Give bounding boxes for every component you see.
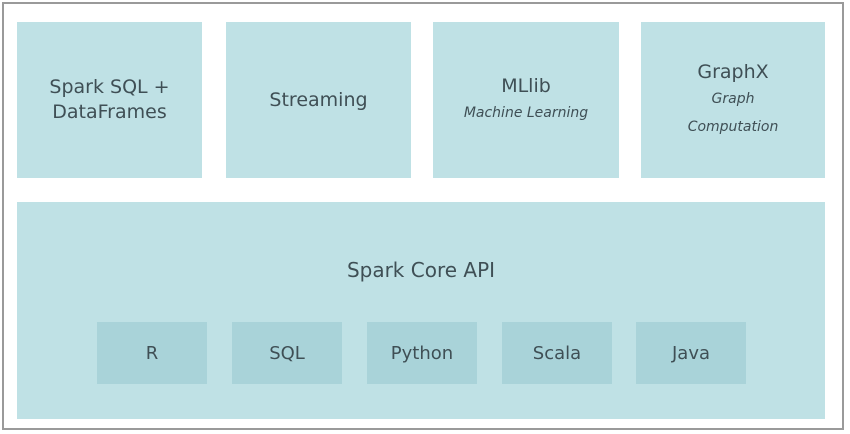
- component-subtitle: Machine Learning: [463, 104, 589, 121]
- component-mllib: MLlib Machine Learning: [433, 22, 619, 178]
- language-sql: SQL: [232, 322, 342, 384]
- component-title: Spark SQL + DataFrames: [49, 76, 170, 123]
- language-java: Java: [636, 322, 746, 384]
- core-title: Spark Core API: [346, 258, 496, 282]
- component-streaming: Streaming: [226, 22, 411, 178]
- component-title: GraphX: [697, 60, 769, 83]
- spark-core-api-box: Spark Core API R SQL Python Scala Java: [17, 202, 825, 419]
- component-title: Streaming: [269, 88, 368, 111]
- component-subtitle: Graph Computation: [687, 90, 779, 135]
- component-title: MLlib: [501, 74, 551, 97]
- component-graphx: GraphX Graph Computation: [641, 22, 825, 178]
- language-scala: Scala: [502, 322, 612, 384]
- language-python: Python: [367, 322, 477, 384]
- language-r: R: [97, 322, 207, 384]
- component-spark-sql-dataframes: Spark SQL + DataFrames: [17, 22, 202, 178]
